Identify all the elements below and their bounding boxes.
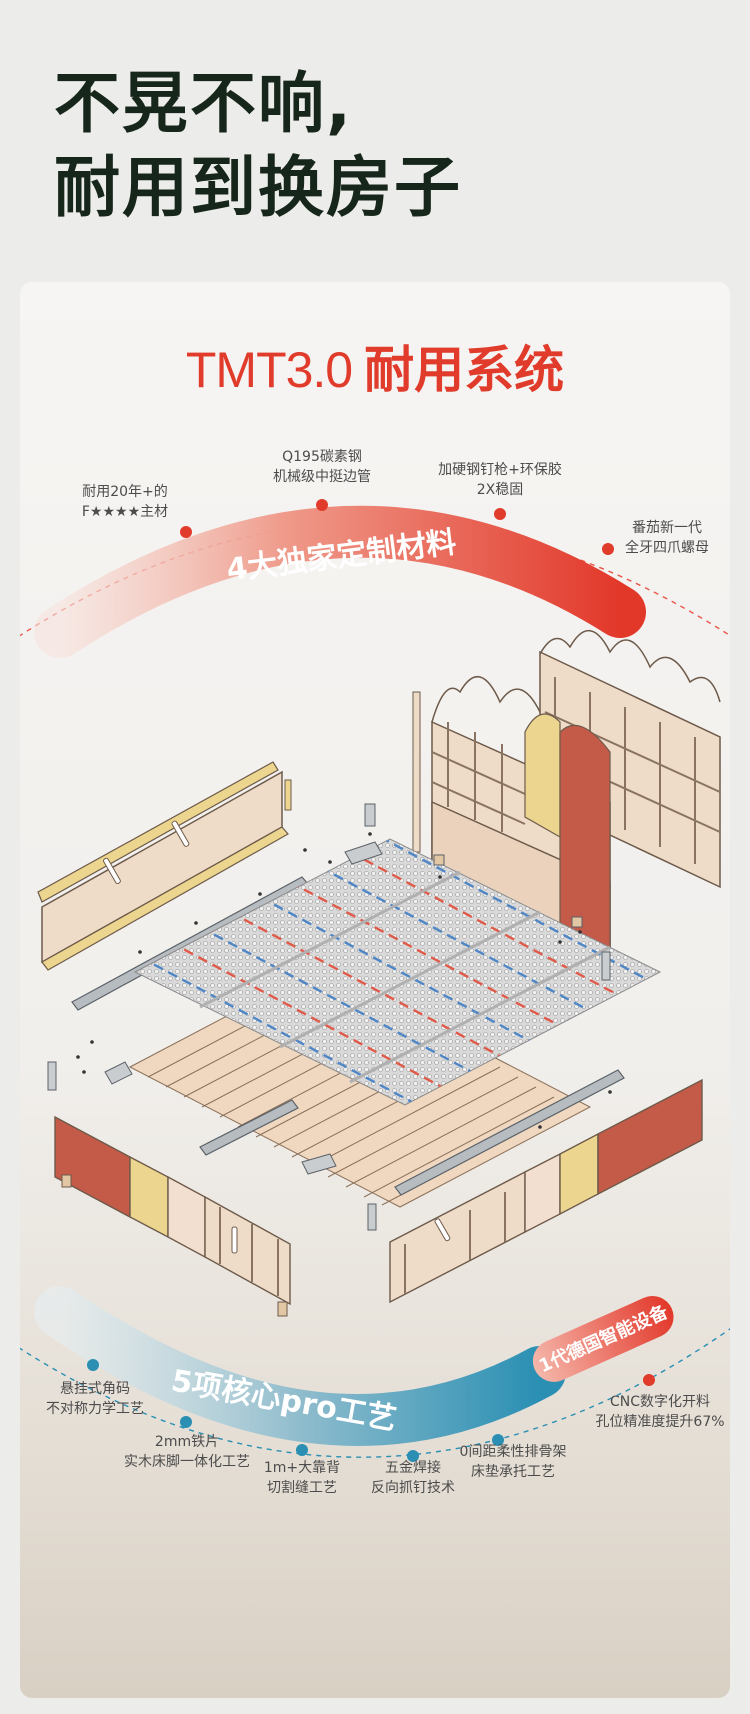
material-label-4: 番茄新一代 全牙四爪螺母: [612, 518, 722, 558]
craft-label-3-line-1: 1m+大靠背: [263, 1460, 341, 1476]
craft-label-3: 1m+大靠背 切割缝工艺: [242, 1458, 362, 1498]
right-side-rail: [389, 1078, 703, 1304]
material-label-3-line-1: 加硬钢钉枪+环保胶: [438, 462, 562, 478]
craft-label-6: CNC数字化开料 孔位精准度提升67%: [592, 1392, 728, 1432]
material-label-1-line-2: F★★★★主材: [81, 504, 169, 520]
craft-label-4-line-1: 五金焊接: [385, 1460, 441, 1476]
material-label-2-line-1: Q195碳素钢: [282, 449, 362, 465]
craft-dot-4: [407, 1450, 419, 1462]
right-steel-rail: [394, 1069, 625, 1196]
hardware-brackets: [47, 803, 611, 1231]
material-label-2: Q195碳素钢 机械级中挺边管: [242, 447, 402, 487]
system-title-cjk: 耐用系统: [364, 341, 565, 399]
craft-label-1-line-1: 悬挂式角码: [60, 1381, 130, 1397]
craft-label-6-line-1: CNC数字化开料: [609, 1394, 711, 1410]
headline-line-1: 不晃不响,: [54, 65, 354, 142]
craft-dot-3: [296, 1444, 308, 1456]
headline-line-2: 耐用到换房子: [54, 149, 462, 226]
craft-label-4: 五金焊接 反向抓钉技术: [353, 1458, 473, 1498]
craft-label-2-line-2: 实木床脚一体化工艺: [124, 1454, 250, 1470]
material-label-1-line-1: 耐用20年+的: [82, 484, 168, 500]
craft-dot-2: [180, 1416, 192, 1428]
craft-dot-5: [492, 1434, 504, 1446]
craft-label-5-line-1: 0间距柔性排骨架: [459, 1444, 567, 1460]
craft-label-6-line-2: 孔位精准度提升67%: [595, 1414, 725, 1430]
craft-label-2: 2mm铁片 实木床脚一体化工艺: [112, 1432, 262, 1472]
material-dot-4: [602, 543, 614, 555]
material-label-4-line-2: 全牙四爪螺母: [625, 540, 709, 556]
german-equipment-badge: 1代德国智能设备: [532, 1295, 674, 1382]
material-dot-2: [316, 499, 328, 511]
material-label-4-line-1: 番茄新一代: [632, 520, 702, 536]
craft-label-5: 0间距柔性排骨架 床垫承托工艺: [438, 1442, 588, 1482]
craft-label-1: 悬挂式角码 不对称力学工艺: [30, 1379, 160, 1419]
craft-label-2-line-1: 2mm铁片: [154, 1434, 220, 1450]
material-dot-3: [494, 508, 506, 520]
material-dot-1: [180, 526, 192, 538]
material-label-3: 加硬钢钉枪+环保胶 2X稳固: [420, 460, 580, 500]
bed-exploded-illustration: 4大独家定制材料: [20, 499, 730, 1462]
headline: 不晃不响, 耐用到换房子: [54, 62, 462, 230]
craft-label-4-line-2: 反向抓钉技术: [371, 1480, 455, 1496]
craft-dot-1: [87, 1359, 99, 1371]
footboard: [54, 1115, 291, 1317]
material-label-2-line-2: 机械级中挺边管: [273, 469, 371, 485]
craft-dot-6: [643, 1374, 655, 1386]
craft-label-1-line-2: 不对称力学工艺: [46, 1401, 144, 1417]
center-steel-rail: [199, 1099, 299, 1156]
craft-label-3-line-2: 切割缝工艺: [267, 1480, 337, 1496]
craft-label-5-line-2: 床垫承托工艺: [471, 1464, 555, 1480]
mattress-support-mesh: [133, 838, 662, 1106]
system-title-latin: TMT3.0: [185, 342, 353, 398]
material-label-1: 耐用20年+的 F★★★★主材: [50, 482, 200, 522]
material-label-3-line-2: 2X稳固: [476, 482, 524, 498]
